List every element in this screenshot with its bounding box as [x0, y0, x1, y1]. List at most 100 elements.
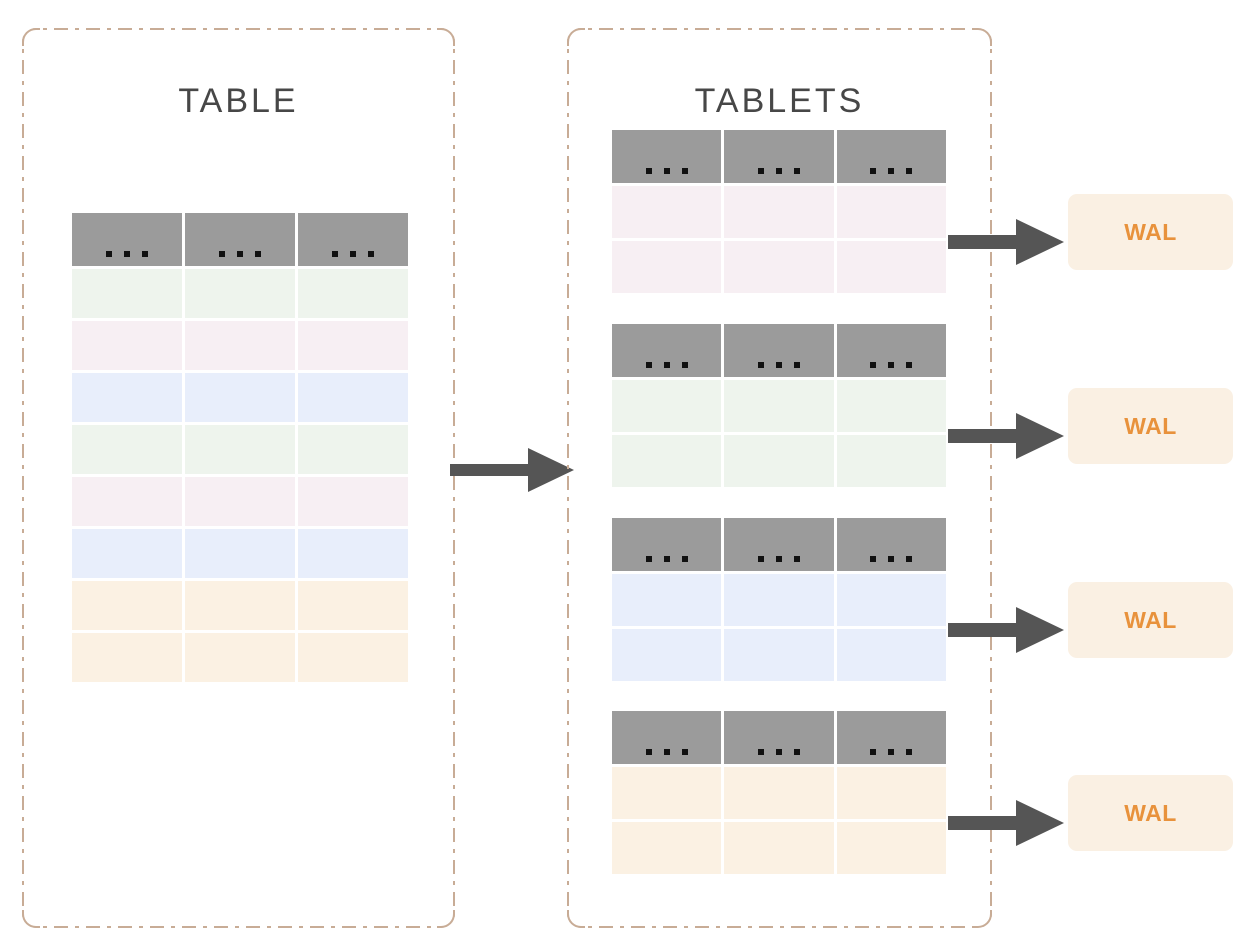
table-cell [72, 373, 182, 422]
dot-icon [870, 168, 877, 174]
table-row [72, 477, 408, 526]
dot-icon [888, 749, 895, 755]
table-cell [298, 425, 408, 474]
tablet-row [612, 380, 946, 432]
table-cell [298, 373, 408, 422]
corner-top-left [567, 28, 585, 46]
dot-icon [793, 749, 800, 755]
table-row [72, 425, 408, 474]
table-header-cell [836, 130, 946, 183]
dot-icon [663, 362, 670, 368]
table-cell [298, 633, 408, 682]
corner-top-right [437, 28, 455, 46]
table-row [72, 373, 408, 422]
corner-bottom-right [974, 910, 992, 928]
table-cell [185, 529, 295, 578]
table-cell [612, 380, 722, 432]
table-cell [612, 822, 722, 874]
tablet-row [612, 186, 946, 238]
dot-icon [368, 251, 374, 257]
dot-icon [906, 362, 913, 368]
tablet-3-to-wal-arrow [948, 601, 1070, 659]
table-cell [298, 477, 408, 526]
dot-icon [906, 168, 913, 174]
table-cell [724, 380, 834, 432]
table-cell [724, 186, 834, 238]
dot-icon [681, 168, 688, 174]
wal-box-3: WAL [1068, 582, 1233, 658]
ellipsis-dots-icon [332, 251, 374, 257]
corner-top-left [22, 28, 40, 46]
dot-icon [645, 168, 652, 174]
table-cell [72, 425, 182, 474]
table-cell [724, 767, 834, 819]
table-header-row [612, 324, 946, 377]
dot-icon [663, 168, 670, 174]
tablet-3 [612, 518, 946, 681]
dot-icon [888, 556, 895, 562]
table-cell [185, 425, 295, 474]
corner-bottom-left [567, 910, 585, 928]
table-row [72, 269, 408, 318]
table-cell [724, 435, 834, 487]
table-header-cell [612, 518, 722, 571]
table-header-cell [724, 518, 834, 571]
corner-bottom-right [437, 910, 455, 928]
table-cell [185, 373, 295, 422]
table-cell [72, 633, 182, 682]
ellipsis-dots-icon [106, 251, 148, 257]
table-cell [72, 581, 182, 630]
table-cell [612, 435, 722, 487]
dot-icon [645, 749, 652, 755]
ellipsis-dots-icon [870, 362, 913, 368]
table-cell [72, 321, 182, 370]
dot-icon [757, 749, 764, 755]
dot-icon [681, 556, 688, 562]
tablet-2-to-wal-arrow [948, 407, 1070, 465]
table-header-cell [612, 130, 722, 183]
dot-icon [663, 749, 670, 755]
dot-icon [775, 362, 782, 368]
dot-icon [332, 251, 338, 257]
ellipsis-dots-icon [645, 556, 688, 562]
ellipsis-dots-icon [645, 168, 688, 174]
dot-icon [888, 168, 895, 174]
tablet-row [612, 241, 946, 293]
table-header-cell [724, 324, 834, 377]
table-cell [185, 321, 295, 370]
dot-icon [255, 251, 261, 257]
dot-icon [906, 749, 913, 755]
ellipsis-dots-icon [219, 251, 261, 257]
table-row [72, 321, 408, 370]
ellipsis-dots-icon [757, 556, 800, 562]
table-cell [612, 574, 722, 626]
corner-top-right [974, 28, 992, 46]
tablet-4 [612, 711, 946, 874]
dot-icon [681, 362, 688, 368]
table-header-row [612, 711, 946, 764]
table-cell [185, 633, 295, 682]
dot-icon [870, 749, 877, 755]
wal-label: WAL [1124, 606, 1177, 633]
table-cell [836, 822, 946, 874]
tablet-1 [612, 130, 946, 293]
table-group-title: TABLE [178, 82, 299, 120]
dot-icon [645, 362, 652, 368]
table-header-cell [836, 711, 946, 764]
wal-box-1: WAL [1068, 194, 1233, 270]
tablet-1-to-wal-arrow [948, 213, 1070, 271]
tablet-row [612, 822, 946, 874]
wal-label: WAL [1124, 799, 1177, 826]
table-row [72, 581, 408, 630]
ellipsis-dots-icon [870, 168, 913, 174]
dot-icon [757, 556, 764, 562]
dot-icon [775, 749, 782, 755]
dot-icon [793, 556, 800, 562]
ellipsis-dots-icon [870, 749, 913, 755]
table-header-row [612, 518, 946, 571]
dot-icon [775, 168, 782, 174]
table-cell [185, 581, 295, 630]
ellipsis-dots-icon [870, 556, 913, 562]
table-row [72, 633, 408, 682]
